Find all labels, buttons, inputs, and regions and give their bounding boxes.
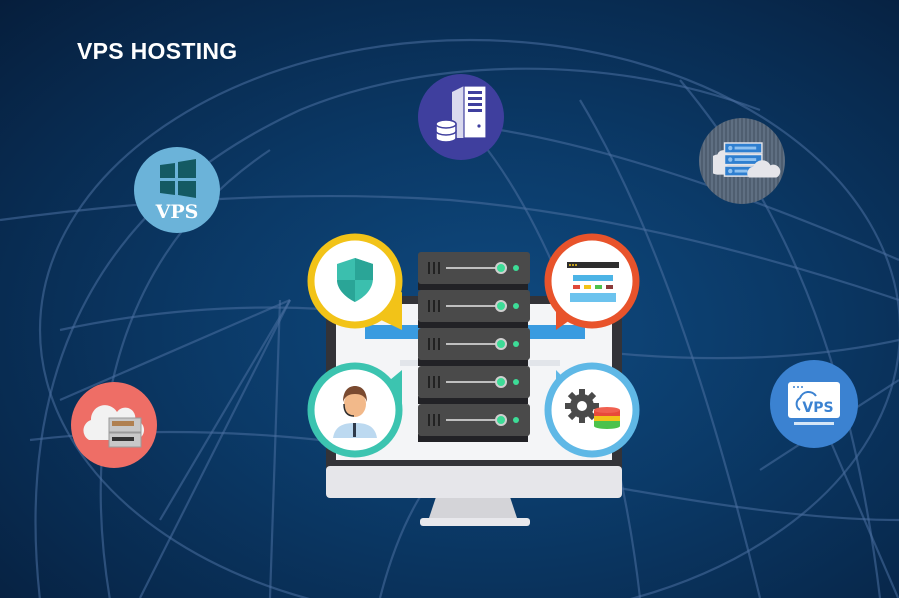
windows-vps-badge: VPS bbox=[134, 147, 220, 233]
cloud-storage-badge bbox=[71, 382, 157, 468]
server-unit bbox=[418, 328, 530, 366]
server-tower-database-icon bbox=[435, 85, 487, 143]
cloud-server-badge bbox=[699, 118, 785, 204]
monitor-chin bbox=[326, 466, 622, 498]
dedicated-server-badge bbox=[418, 74, 504, 160]
gear-database-icon bbox=[565, 389, 620, 429]
cloud-vps-badge: VPS bbox=[770, 360, 858, 448]
server-unit bbox=[418, 366, 530, 404]
windows-vps-label: VPS bbox=[155, 201, 199, 223]
page-title: VPS HOSTING bbox=[77, 38, 238, 64]
website-feature-circle bbox=[544, 233, 640, 329]
security-feature-circle bbox=[307, 233, 403, 329]
configuration-feature-circle bbox=[544, 362, 640, 458]
browser-window-icon bbox=[567, 262, 619, 302]
server-rack-icon bbox=[418, 252, 530, 442]
support-agent-headset-icon bbox=[333, 386, 377, 438]
monitor-stand bbox=[428, 497, 518, 521]
support-feature-circle bbox=[307, 362, 403, 458]
cloud-network-switch-icon bbox=[83, 405, 145, 448]
windows-logo-icon bbox=[160, 159, 196, 198]
server-unit bbox=[418, 404, 530, 442]
server-unit bbox=[418, 290, 530, 328]
server-unit bbox=[418, 252, 530, 290]
laptop-cloud-vps-icon: VPS bbox=[788, 382, 840, 425]
server-rack-cloud-icon bbox=[713, 142, 781, 178]
shield-icon bbox=[337, 258, 373, 302]
monitor-stand-base bbox=[420, 518, 530, 526]
cloud-vps-label: VPS bbox=[802, 400, 833, 416]
